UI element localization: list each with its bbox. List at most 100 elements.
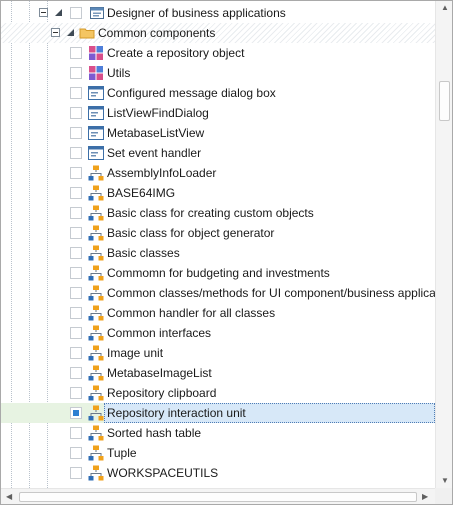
tree-item[interactable]: WORKSPACEUTILS <box>1 463 435 483</box>
item-checkbox[interactable] <box>70 87 82 99</box>
node-checkbox[interactable] <box>70 7 82 19</box>
item-checkbox[interactable] <box>70 47 82 59</box>
tree-guide-line <box>11 1 12 488</box>
item-checkbox[interactable] <box>70 207 82 219</box>
node-label: Designer of business applications <box>107 6 286 20</box>
item-checkbox[interactable] <box>70 347 82 359</box>
item-checkbox[interactable] <box>70 107 82 119</box>
item-checkbox[interactable] <box>70 287 82 299</box>
item-checkbox[interactable] <box>70 327 82 339</box>
unit-icon <box>88 445 104 461</box>
item-checkbox[interactable] <box>70 447 82 459</box>
scroll-up-arrow-icon[interactable]: ▲ <box>441 3 449 12</box>
tree-node-root[interactable]: Designer of business applications <box>1 3 435 23</box>
item-label: Configured message dialog box <box>107 86 276 100</box>
item-label: Image unit <box>107 346 164 360</box>
tree-item[interactable]: Create a repository object <box>1 43 435 63</box>
tree-item[interactable]: Tuple <box>1 443 435 463</box>
tree-item[interactable]: Utils <box>1 63 435 83</box>
unit-icon <box>88 165 104 181</box>
item-checkbox[interactable] <box>70 407 82 419</box>
tree-item[interactable]: AssemblyInfoLoader <box>1 163 435 183</box>
tree-item[interactable]: Basic class for creating custom objects <box>1 203 435 223</box>
unit-icon <box>88 205 104 221</box>
tree-guide-line <box>47 1 48 488</box>
item-label: Utils <box>107 66 131 80</box>
item-checkbox[interactable] <box>70 367 82 379</box>
selection-box <box>104 403 435 423</box>
item-label: Create a repository object <box>107 46 245 60</box>
folder-icon <box>79 25 95 41</box>
item-checkbox[interactable] <box>70 147 82 159</box>
unit-icon <box>88 385 104 401</box>
item-label: Tuple <box>107 446 137 460</box>
tree-node-folder[interactable]: Common components <box>1 23 435 43</box>
form-grid-icon <box>88 45 104 61</box>
item-label: ListViewFindDialog <box>107 106 209 120</box>
scroll-left-arrow-icon[interactable]: ◀ <box>6 492 13 501</box>
vertical-scroll-thumb[interactable] <box>439 81 450 121</box>
unit-icon <box>88 225 104 241</box>
item-checkbox[interactable] <box>70 267 82 279</box>
tree-guide-line <box>29 1 30 488</box>
tree-item[interactable]: Common handler for all classes <box>1 303 435 323</box>
collapse-toggle-icon[interactable] <box>39 8 48 17</box>
scroll-right-arrow-icon[interactable]: ▶ <box>422 492 429 501</box>
expanded-arrow-icon <box>55 9 62 16</box>
collapse-toggle-icon[interactable] <box>51 28 60 37</box>
form-window-icon <box>88 145 104 161</box>
scrollbar-corner <box>435 488 452 504</box>
node-label: Common components <box>98 26 216 40</box>
item-label: Common classes/methods for UI component/… <box>107 286 435 300</box>
unit-icon <box>88 285 104 301</box>
item-checkbox[interactable] <box>70 247 82 259</box>
unit-icon <box>88 325 104 341</box>
item-label: Common handler for all classes <box>107 306 276 320</box>
item-checkbox[interactable] <box>70 467 82 479</box>
unit-icon <box>88 405 104 421</box>
item-checkbox[interactable] <box>70 167 82 179</box>
item-checkbox[interactable] <box>70 227 82 239</box>
tree-item[interactable]: ListViewFindDialog <box>1 103 435 123</box>
form-window-icon <box>88 125 104 141</box>
item-label: Common interfaces <box>107 326 212 340</box>
scroll-down-arrow-icon[interactable]: ▼ <box>441 476 449 485</box>
tree-item[interactable]: Common interfaces <box>1 323 435 343</box>
expanded-arrow-icon <box>67 29 74 36</box>
tree-item[interactable]: BASE64IMG <box>1 183 435 203</box>
form-window-icon <box>88 105 104 121</box>
tree-item[interactable]: Set event handler <box>1 143 435 163</box>
unit-icon <box>88 245 104 261</box>
item-checkbox[interactable] <box>70 307 82 319</box>
unit-icon <box>88 345 104 361</box>
tree-item[interactable]: Commomn for budgeting and investments <box>1 263 435 283</box>
item-checkbox[interactable] <box>70 427 82 439</box>
item-checkbox[interactable] <box>70 187 82 199</box>
item-checkbox[interactable] <box>70 387 82 399</box>
item-label: Commomn for budgeting and investments <box>107 266 330 280</box>
tree-item[interactable]: Repository interaction unit <box>1 403 435 423</box>
item-label: AssemblyInfoLoader <box>107 166 217 180</box>
tree-item[interactable]: Sorted hash table <box>1 423 435 443</box>
item-label: Repository interaction unit <box>107 406 246 420</box>
tree-item[interactable]: MetabaseListView <box>1 123 435 143</box>
tree-item[interactable]: Common classes/methods for UI component/… <box>1 283 435 303</box>
item-label: Basic class for object generator <box>107 226 275 240</box>
tree-item[interactable]: Image unit <box>1 343 435 363</box>
unit-icon <box>88 305 104 321</box>
item-checkbox[interactable] <box>70 127 82 139</box>
unit-icon <box>88 365 104 381</box>
item-checkbox[interactable] <box>70 67 82 79</box>
vertical-scrollbar[interactable]: ▲ ▼ <box>435 1 452 488</box>
tree-item[interactable]: Basic classes <box>1 243 435 263</box>
tree-item[interactable]: Configured message dialog box <box>1 83 435 103</box>
tree-item[interactable]: Repository clipboard <box>1 383 435 403</box>
horizontal-scrollbar[interactable]: ◀ ▶ <box>1 488 435 504</box>
item-label: Basic classes <box>107 246 180 260</box>
designer-window-icon <box>89 5 105 21</box>
unit-icon <box>88 185 104 201</box>
horizontal-scroll-thumb[interactable] <box>19 492 417 502</box>
tree-item[interactable]: MetabaseImageList <box>1 363 435 383</box>
tree-item[interactable]: Basic class for object generator <box>1 223 435 243</box>
